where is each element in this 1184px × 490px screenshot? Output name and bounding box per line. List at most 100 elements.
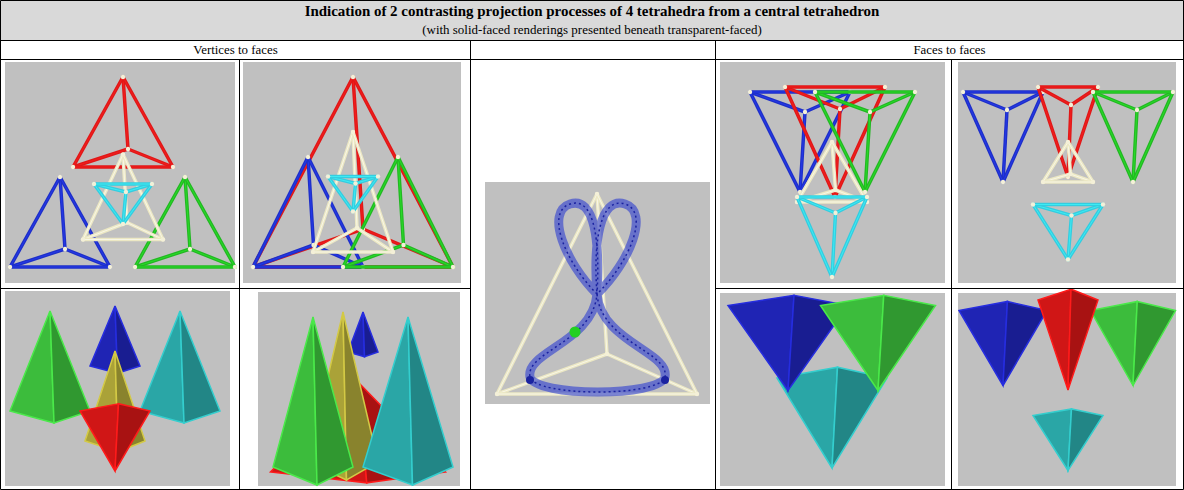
path-marker xyxy=(570,327,581,338)
tetra-vertex xyxy=(108,265,112,269)
image-content xyxy=(8,75,237,269)
tetra-vertex xyxy=(961,90,965,94)
edge-highlight xyxy=(343,267,453,268)
tetrahedron xyxy=(795,195,869,279)
tetra-edge xyxy=(353,77,453,267)
image-ground xyxy=(720,62,945,283)
tetra-face xyxy=(313,317,353,485)
tetra-edge xyxy=(83,155,123,240)
tetrahedron xyxy=(959,302,1047,386)
edge-highlight xyxy=(1033,204,1103,205)
table-rule xyxy=(470,40,471,490)
tetra-vertex xyxy=(351,75,355,79)
tetra-edge xyxy=(963,90,1043,94)
tetra-edge xyxy=(832,142,867,202)
edge-highlight xyxy=(785,87,885,88)
tetra-vertex xyxy=(121,222,125,226)
tetrahedron xyxy=(821,295,936,390)
path-node xyxy=(526,376,534,384)
tetra-vertex xyxy=(803,110,807,114)
tetra-vertex xyxy=(311,250,315,254)
edge-highlight xyxy=(815,92,915,93)
tetra-vertex xyxy=(1069,103,1073,107)
path-node xyxy=(661,376,669,384)
tetra-vertex xyxy=(1131,180,1135,184)
tetra-face xyxy=(50,311,90,423)
edge-highlight xyxy=(94,184,123,224)
edge-highlight xyxy=(135,267,235,268)
edge-highlight xyxy=(963,92,1003,182)
tetrahedron xyxy=(1033,409,1103,471)
edge-highlight xyxy=(83,239,163,240)
tetra-edge xyxy=(1068,205,1103,260)
tetrahedron xyxy=(251,75,455,269)
tetra-edge xyxy=(328,175,378,179)
tetra-vertex xyxy=(495,392,499,396)
image-content xyxy=(271,312,454,485)
tetra-vertex xyxy=(1091,90,1095,94)
tetra-vertex xyxy=(830,140,834,144)
table-rule xyxy=(0,1,1,490)
tetra-vertex xyxy=(1069,213,1073,217)
edge-highlight xyxy=(398,157,453,267)
tetra-edge xyxy=(363,229,453,267)
tetra-vertex xyxy=(1005,108,1009,112)
column-header: Faces to faces xyxy=(716,42,1183,58)
tetra-face xyxy=(1068,289,1098,390)
tetra-face xyxy=(115,404,150,471)
tetrahedron xyxy=(1038,289,1098,390)
image-ground xyxy=(258,292,460,486)
tetra-vertex xyxy=(451,265,455,269)
tetrahedron xyxy=(1091,302,1176,386)
tetra-vertex xyxy=(351,130,355,134)
tetra-face xyxy=(408,317,453,485)
tetra-vertex xyxy=(81,237,85,241)
image-ground xyxy=(5,62,235,283)
image-cell xyxy=(720,62,945,283)
tetra-face xyxy=(1033,409,1072,471)
image-content xyxy=(959,289,1176,470)
tetra-edge xyxy=(328,177,353,212)
tetra-edge xyxy=(123,77,173,167)
tetra-vertex xyxy=(353,181,357,185)
tetra-vertex xyxy=(341,265,345,269)
image-cell xyxy=(958,289,1176,486)
tetra-edge xyxy=(123,155,163,240)
tetra-vertex xyxy=(251,265,255,269)
edge-highlight xyxy=(123,77,173,167)
edge-highlight xyxy=(94,184,152,185)
tetra-edge xyxy=(123,184,152,224)
tetra-vertex xyxy=(150,182,154,186)
tetrahedron xyxy=(813,90,917,194)
tetra-vertex xyxy=(121,75,125,79)
tetra-vertex xyxy=(1096,85,1100,89)
tetra-face xyxy=(959,302,1007,386)
tetra-edge xyxy=(1068,142,1093,182)
tetra-edge xyxy=(1038,85,1098,89)
tetra-vertex xyxy=(1041,180,1045,184)
tetra-vertex xyxy=(605,352,609,356)
edge-highlight xyxy=(797,197,867,198)
tetra-vertex xyxy=(1001,180,1005,184)
tetra-edge xyxy=(94,184,123,224)
edge-highlight xyxy=(1093,92,1173,93)
edge-highlight xyxy=(73,77,123,167)
tetra-vertex xyxy=(830,275,834,279)
edge-highlight xyxy=(1043,182,1093,183)
image-ground xyxy=(5,291,230,486)
title-band xyxy=(0,0,1184,40)
tetra-vertex xyxy=(355,226,359,230)
edge-highlight xyxy=(253,157,308,267)
edge-highlight xyxy=(1133,92,1173,182)
tetra-vertex xyxy=(188,247,192,251)
tetra-edge xyxy=(343,265,453,269)
edge-highlight xyxy=(1068,205,1103,260)
tetra-vertex xyxy=(8,265,12,269)
tetra-edge xyxy=(832,197,867,277)
table-title: Indication of 2 contrasting projection p… xyxy=(0,3,1184,19)
tetra-face xyxy=(878,295,936,390)
tetra-face xyxy=(140,311,184,423)
edge-highlight xyxy=(963,92,1043,93)
tetra-vertex xyxy=(326,174,330,178)
tetrahedron xyxy=(1041,140,1095,184)
